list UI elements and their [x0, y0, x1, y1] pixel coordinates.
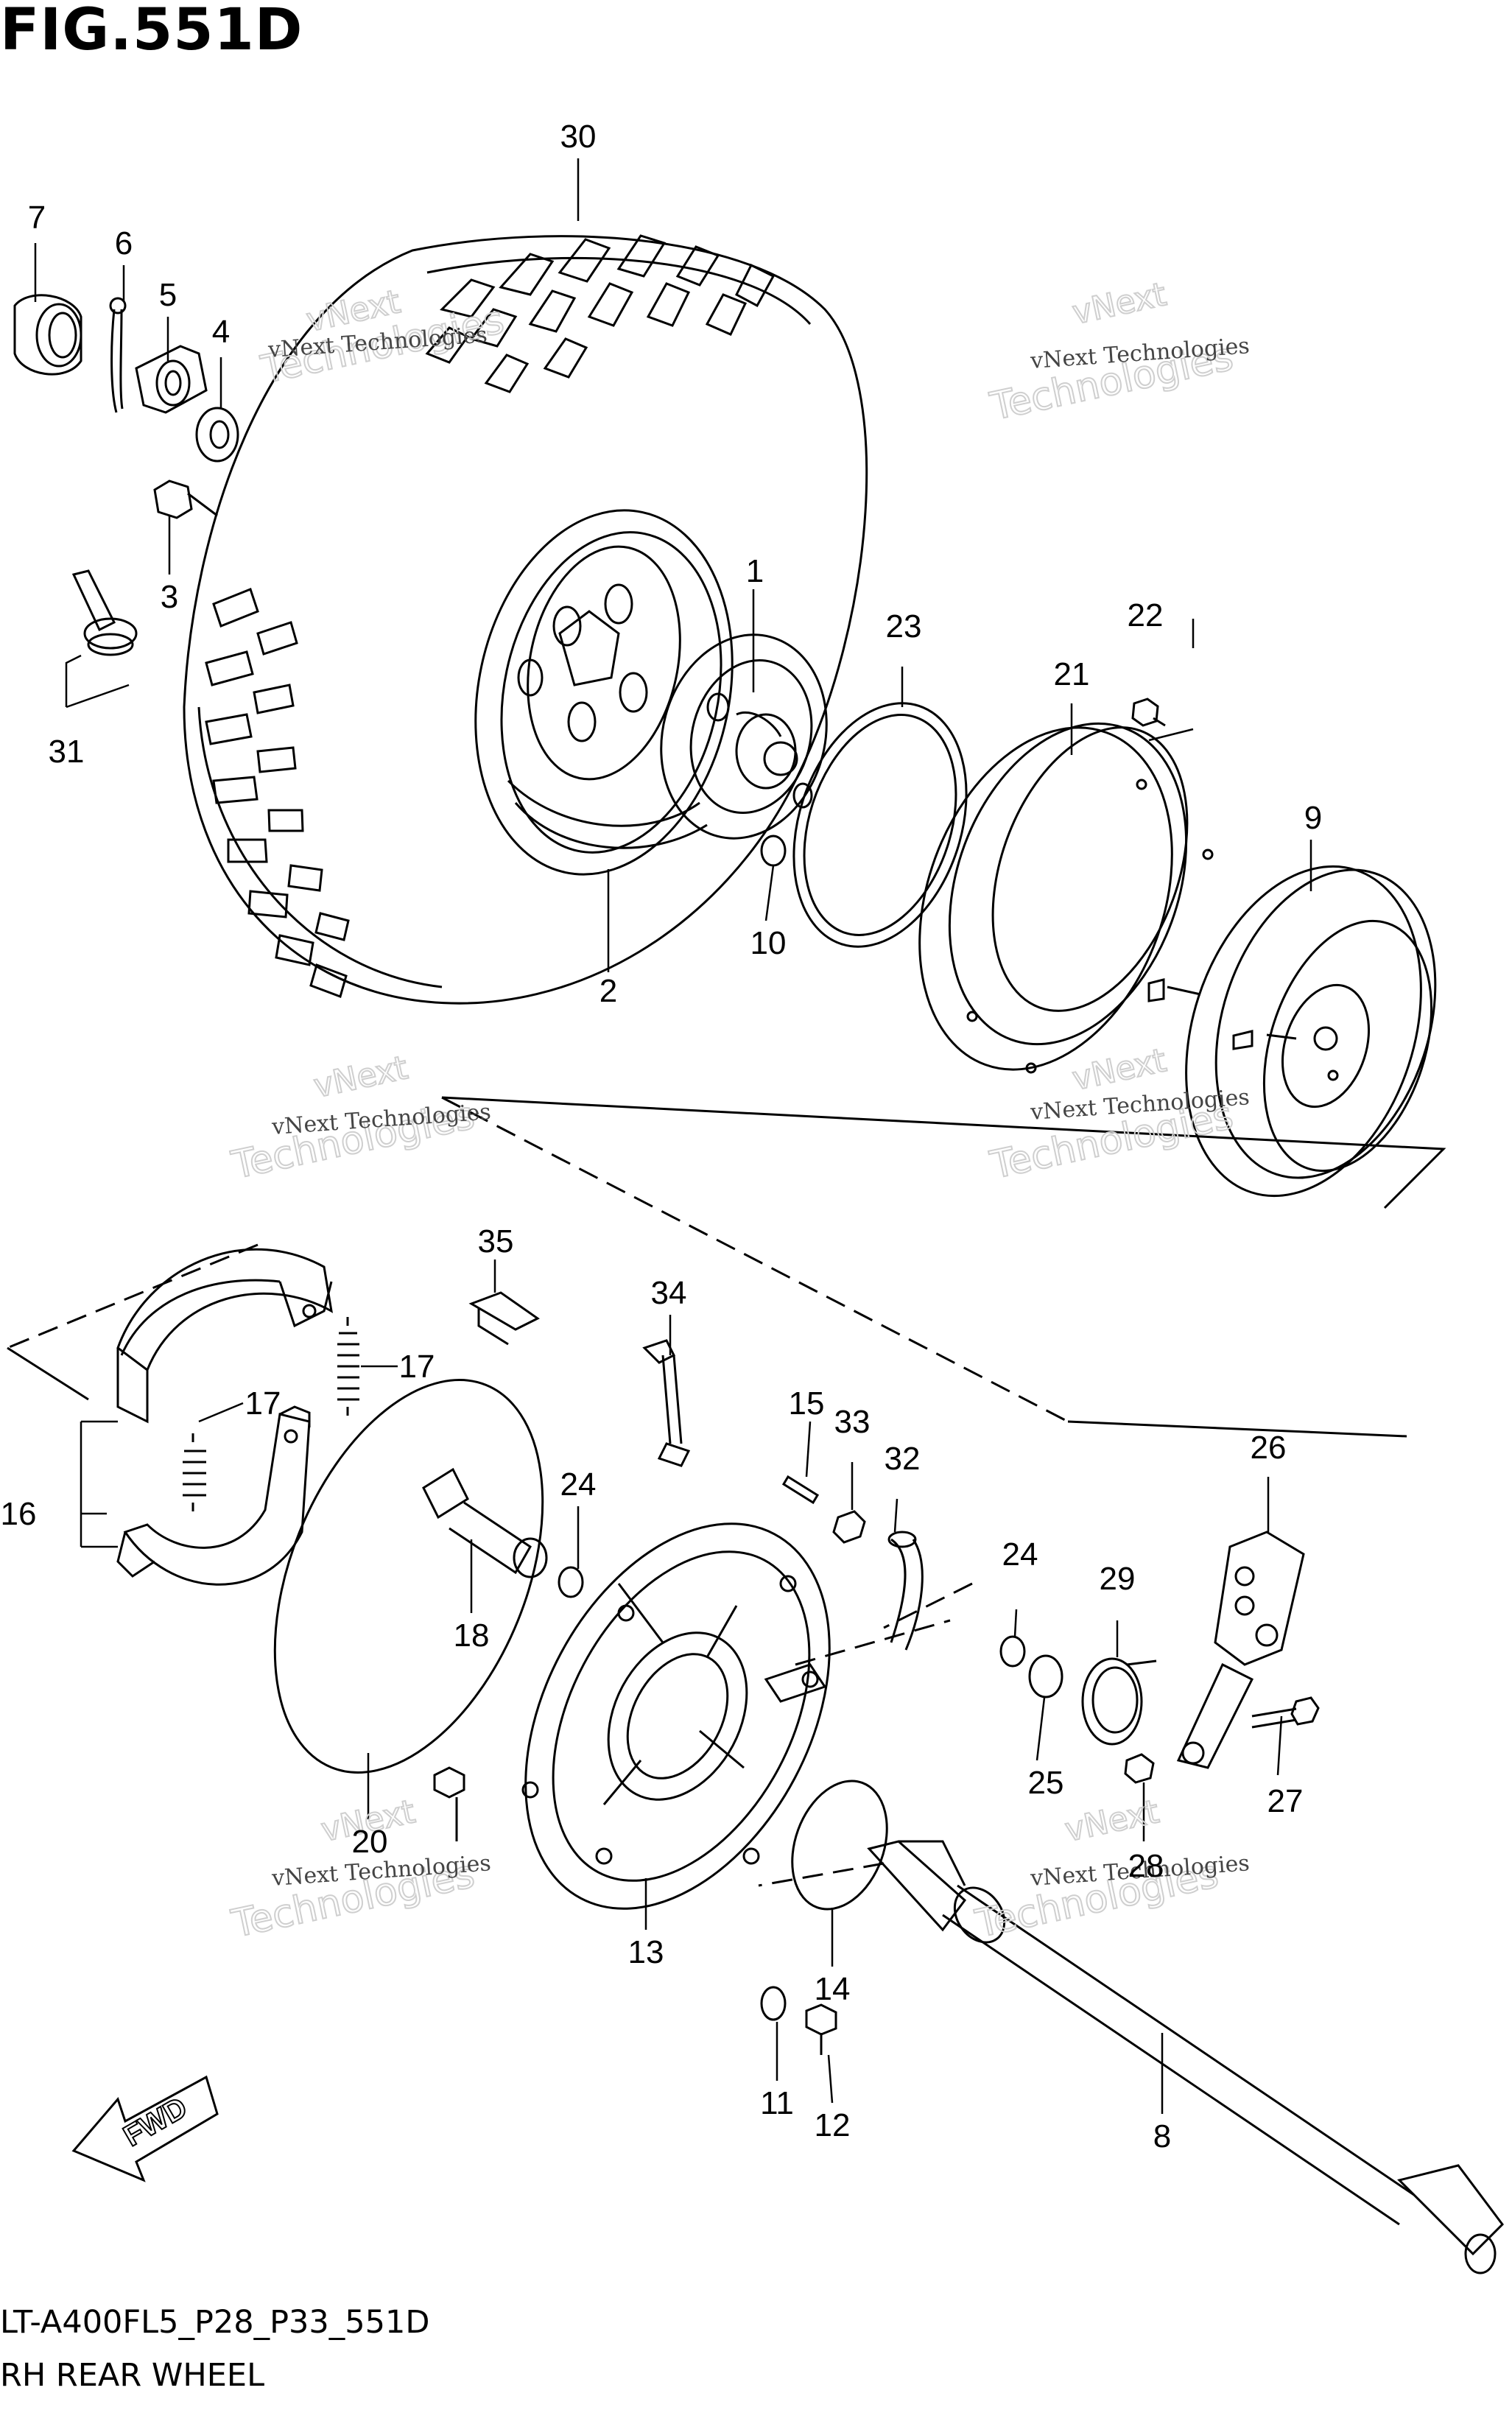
assembly-boundary-solid — [7, 1096, 1446, 1438]
callout-label: 24 — [560, 1466, 597, 1503]
callout-label: 21 — [1054, 656, 1090, 692]
brake-drum — [1147, 865, 1437, 1198]
callout-label: 7 — [28, 200, 46, 236]
callout-label: 18 — [454, 1617, 490, 1654]
seal-ring — [792, 702, 968, 948]
return-spring — [337, 1317, 359, 1416]
model-code: LT-A400FL5_P28_P33_551D — [0, 2304, 430, 2341]
watermark-layer: Technologies vNext vNext Technologies Te… — [227, 275, 1251, 1947]
rim — [474, 509, 734, 876]
washer-25 — [1028, 1654, 1063, 1698]
rear-axle — [867, 1840, 1504, 2274]
callout-label: 5 — [159, 277, 177, 313]
breather-hose — [887, 1531, 924, 1651]
callout-label: 34 — [651, 1275, 687, 1311]
o-ring-24b — [999, 1635, 1026, 1668]
callout-label: 33 — [834, 1404, 871, 1440]
callout-label: 22 — [1128, 597, 1164, 633]
brake-cam-shaft — [422, 1467, 548, 1578]
brake-shoe-upper — [116, 1248, 333, 1424]
callout-label: 28 — [1128, 1848, 1164, 1884]
callout-label: 27 — [1267, 1783, 1304, 1819]
castle-nut — [135, 345, 208, 414]
circlip — [791, 1780, 888, 1911]
forward-direction-arrow — [71, 2075, 219, 2182]
watermark-brand: vNext — [1069, 1041, 1170, 1098]
leader-lines — [34, 158, 1312, 2114]
axle-cap — [13, 294, 82, 376]
callout-label: 13 — [628, 1934, 664, 1970]
nut-28 — [1124, 1753, 1155, 1784]
drum-o-ring — [273, 1379, 544, 1774]
nut-33 — [832, 1510, 866, 1544]
callout-label: 10 — [750, 925, 787, 961]
callout-label: 1 — [746, 553, 764, 589]
tire — [183, 234, 868, 1005]
callout-label: 12 — [815, 2107, 851, 2143]
return-spring-2 — [183, 1433, 206, 1511]
callout-labels: 1 2 3 4 5 6 7 8 9 10 11 12 13 14 15 16 1… — [1, 119, 1323, 2154]
callout-label: 25 — [1028, 1765, 1064, 1801]
assembly-boundary — [7, 1096, 1069, 1887]
bolt-12 — [805, 2003, 837, 2055]
wheel-nut — [153, 479, 218, 519]
callout-label: 15 — [789, 1385, 825, 1422]
panel-bolt — [433, 1766, 465, 1841]
watermark-brand: vNext — [1062, 1793, 1162, 1849]
callout-label: 8 — [1153, 2118, 1171, 2154]
cotter-pin — [109, 297, 127, 413]
callout-label: 14 — [815, 1971, 851, 2007]
figure-title: FIG.551D — [0, 0, 303, 63]
torsion-spring — [1081, 1657, 1157, 1746]
callout-label: 16 — [1, 1496, 37, 1532]
callout-label: 17 — [399, 1349, 435, 1385]
figure-caption: RH REAR WHEEL — [0, 2357, 265, 2394]
callout-label: 20 — [352, 1824, 388, 1860]
callout-label: 2 — [599, 973, 617, 1009]
o-ring — [760, 835, 787, 867]
washer-11 — [760, 1986, 787, 2021]
callout-label: 30 — [560, 119, 597, 155]
brake-panel — [521, 1522, 831, 1910]
callout-label: 3 — [161, 579, 178, 615]
callout-label: 4 — [212, 314, 230, 350]
callout-label: 29 — [1100, 1561, 1136, 1597]
callout-label: 17 — [245, 1385, 281, 1422]
brake-arm — [1176, 1531, 1305, 1769]
callout-label: 35 — [478, 1223, 514, 1260]
callout-label: 9 — [1304, 800, 1322, 836]
callout-label: 31 — [49, 734, 85, 770]
wheel-hub — [660, 633, 828, 840]
washer — [195, 407, 239, 463]
o-ring-24 — [558, 1566, 584, 1598]
callout-label: 26 — [1251, 1430, 1287, 1466]
bolt-27 — [1251, 1696, 1320, 1729]
callout-label: 23 — [886, 608, 922, 644]
tire-valve — [71, 569, 138, 656]
callout-label: 32 — [885, 1441, 921, 1477]
callout-label: 6 — [115, 225, 133, 261]
bolt — [1131, 698, 1166, 727]
callout-label: 11 — [760, 2085, 794, 2121]
pin — [781, 1475, 820, 1505]
brake-shoe-lower — [116, 1405, 311, 1586]
watermark-brand: vNext — [1069, 275, 1170, 332]
watermark-brand: vNext — [311, 1049, 411, 1106]
clip — [468, 1291, 540, 1346]
callout-label: 24 — [1002, 1536, 1038, 1573]
brake-rod — [642, 1339, 691, 1467]
drum-cover — [918, 722, 1214, 1074]
